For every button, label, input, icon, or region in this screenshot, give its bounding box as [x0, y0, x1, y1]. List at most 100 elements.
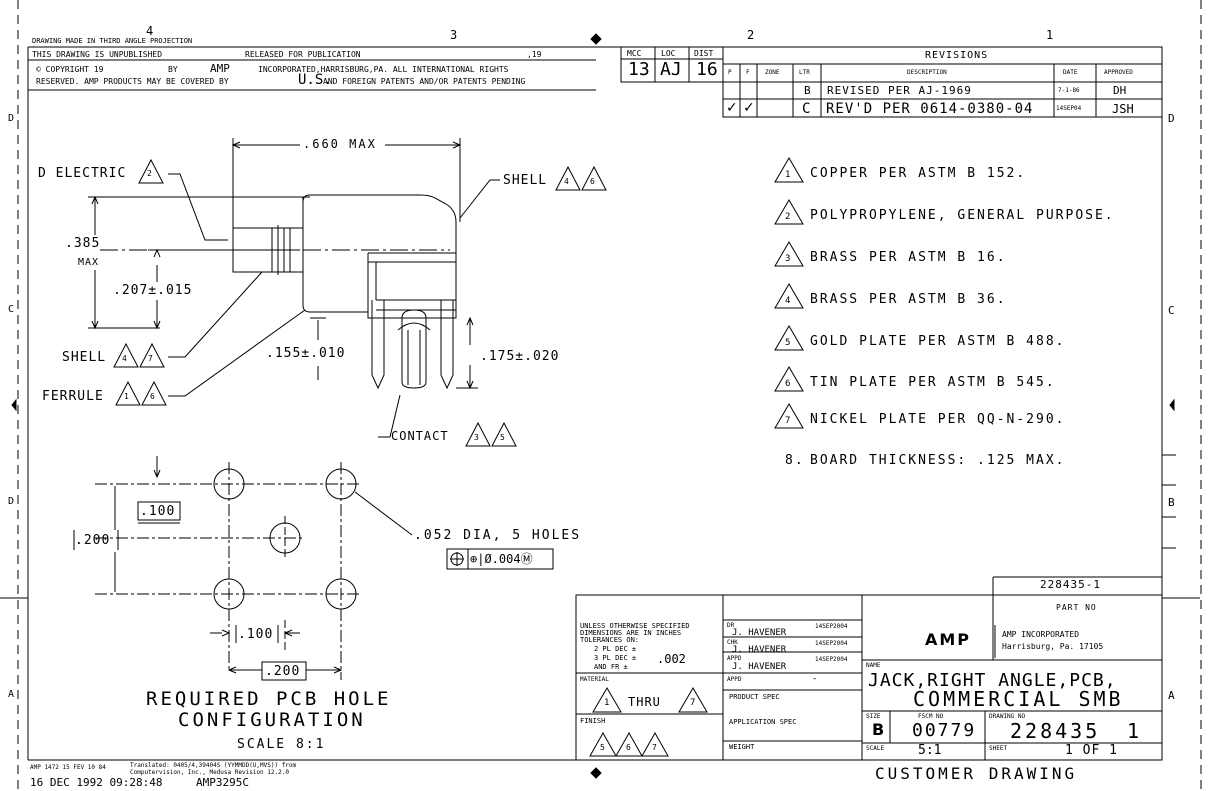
- finish-note: 7: [652, 743, 657, 752]
- note-num: 5: [785, 338, 791, 348]
- note-num: 7: [148, 354, 153, 363]
- loc-value: AJ: [660, 59, 682, 80]
- finish-note: 5: [600, 743, 605, 752]
- zone-letter: A: [1168, 689, 1175, 702]
- rev-c-f-check: ✓: [743, 100, 755, 116]
- amp-logo: AMP: [925, 630, 972, 649]
- callout-dielectric: D ELECTRIC: [38, 166, 127, 181]
- copyright-rights: INCORPORATED,HARRISBURG,PA. ALL INTERNAT…: [258, 65, 509, 74]
- mcc-label: MCC: [627, 49, 642, 58]
- tolerance-line: UNLESS OTHERWISE SPECIFIED: [580, 622, 690, 630]
- dim-height-max: MAX: [78, 257, 100, 268]
- zone-letter: A: [8, 689, 15, 700]
- note-num: 3: [474, 433, 479, 442]
- tolerance-line: 3 PL DEC ±: [594, 654, 637, 662]
- copyright-reserved: RESERVED. AMP PRODUCTS MAY BE COVERED BY: [36, 77, 229, 86]
- translation-note: Translated: 0405/4,39404S (YYMMDD(U,MVS)…: [130, 762, 297, 769]
- dim-grid: .100: [140, 504, 176, 519]
- rev-header-date: DATE: [1063, 69, 1078, 76]
- material-thru: THRU: [628, 695, 661, 709]
- basic-dim-box: [261, 661, 307, 681]
- name-label: NAME: [866, 662, 881, 669]
- callout-shell-left: SHELL: [62, 350, 107, 365]
- zone-letter: D: [1168, 112, 1175, 125]
- note-num: 4: [564, 177, 569, 186]
- scale-value: 5:1: [918, 743, 942, 758]
- basic-dim-box: [137, 501, 181, 521]
- contact-leg: [440, 300, 454, 390]
- rev-c-date: 14SEP04: [1056, 105, 1082, 112]
- note-text: GOLD PLATE PER ASTM B 488.: [810, 334, 1066, 349]
- finish-label: FINISH: [580, 717, 606, 725]
- holes-leader: [354, 491, 413, 536]
- contact-leader: [378, 394, 401, 438]
- tolerance-line: AND FR ±: [594, 663, 628, 671]
- pcb-scale: SCALE 8:1: [237, 737, 326, 752]
- zone-marker-bottom: [590, 767, 602, 779]
- contact-leg: [371, 300, 385, 390]
- zone-letter: D: [8, 496, 15, 507]
- appd-name: J. HAVENER: [732, 662, 787, 672]
- shell-top-leader: [459, 179, 500, 219]
- note-num: 7: [785, 416, 791, 426]
- unpublished-note: THIS DRAWING IS UNPUBLISHED: [32, 50, 163, 59]
- rev-b-letter: B: [804, 84, 811, 97]
- note-text: NICKEL PLATE PER QQ-N-290.: [810, 412, 1066, 427]
- year-mark: ,19: [527, 50, 542, 59]
- copyright-patents: AND FOREIGN PATENTS AND/OR PATENTS PENDI…: [323, 77, 526, 86]
- dim-bottom-small: .100: [238, 627, 274, 642]
- zone-number: 1: [1046, 28, 1054, 42]
- note-text: TIN PLATE PER ASTM B 545.: [810, 375, 1056, 390]
- note-triangle-3: [465, 421, 491, 447]
- callout-contact: CONTACT: [391, 429, 449, 443]
- material-label: MATERIAL: [580, 676, 609, 683]
- dim-vgrid: .200: [75, 533, 111, 548]
- ferrule-leader: [168, 309, 306, 397]
- dim-ferrule: .155±.010: [266, 346, 346, 361]
- fscm-label: FSCM NO: [918, 713, 944, 720]
- shell-left-leader: [168, 271, 263, 358]
- rev-header-zone: ZONE: [765, 69, 780, 76]
- note-triangle-6: [581, 165, 607, 191]
- rev-header-f: F: [746, 69, 750, 76]
- part-no-label: PART NO: [1056, 603, 1097, 612]
- note-triangle-1: [115, 380, 141, 406]
- note-num: 3: [785, 254, 791, 264]
- note-num: 2: [785, 212, 791, 222]
- tolerance-line: TOLERANCES ON:: [580, 636, 640, 644]
- zone-marker-left: [11, 398, 17, 412]
- released-note: RELEASED FOR PUBLICATION: [245, 50, 361, 59]
- projection-note: DRAWING MADE IN THIRD ANGLE PROJECTION: [32, 37, 193, 45]
- appd-date: 14SEP2004: [815, 656, 848, 663]
- note-triangle-4: [113, 342, 139, 368]
- zone-marker-top: [590, 33, 602, 45]
- dr-label: DR: [727, 622, 735, 629]
- appd2-value: -: [812, 674, 818, 684]
- rev-header-desc: DESCRIPTION: [907, 69, 947, 76]
- rev-c-letter: C: [802, 101, 811, 117]
- dr-date: 14SEP2004: [815, 623, 848, 630]
- material-from: 1: [604, 698, 610, 708]
- center-contact-arc: [397, 322, 431, 331]
- note-num: 8.: [785, 453, 805, 468]
- pcb-title-line2: CONFIGURATION: [178, 709, 366, 731]
- chk-name: J. HAVENER: [732, 645, 787, 655]
- company-name: AMP INCORPORATED: [1002, 630, 1080, 639]
- tolerance-line: DIMENSIONS ARE IN INCHES: [580, 629, 682, 637]
- size-label: SIZE: [866, 713, 881, 720]
- dim-contact: .175±.020: [480, 349, 560, 364]
- weight-label: WEIGHT: [729, 743, 755, 751]
- zone-number: 4: [146, 24, 154, 38]
- rev-b-desc: REVISED PER AJ-1969: [827, 84, 972, 97]
- dim-bottom-large: .200: [265, 664, 301, 679]
- tolerance-line: 2 PL DEC ±: [594, 645, 637, 653]
- tolerance-3pl-value: .002: [657, 652, 686, 666]
- note-text: COPPER PER ASTM B 152.: [810, 166, 1027, 181]
- rev-c-p-check: ✓: [726, 100, 738, 116]
- sheet-value: 1 OF 1: [1065, 743, 1118, 758]
- dielectric-leader: [168, 173, 228, 241]
- note-triangle-2: [138, 158, 164, 184]
- revisions-title: REVISIONS: [925, 50, 989, 61]
- dwg-label: DRAWING NO: [989, 713, 1026, 720]
